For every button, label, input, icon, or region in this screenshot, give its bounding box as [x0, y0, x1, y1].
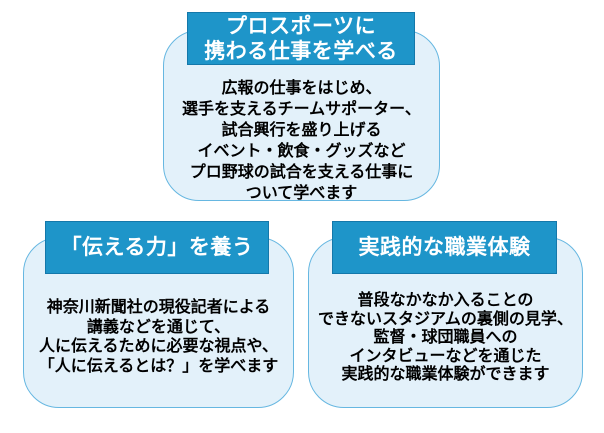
card-communication-skill-header: 「伝える力」を養う	[45, 221, 269, 274]
card-pro-sports-jobs-header: プロスポーツに 携わる仕事を学べる	[187, 12, 415, 65]
card-communication-skill-body: 神奈川新聞社の現役記者による 講義などを通じて、 人に伝えるために必要な視点や、…	[38, 299, 279, 375]
card-pro-sports-jobs-body: 広報の仕事をはじめ、 選手を支えるチームサポーター、 試合興行を盛り上げる イベ…	[182, 80, 421, 202]
card-practical-experience-body: 普段なかなか入ることの できないスタジアムの裏側の見学、 監督・球団職員への イ…	[318, 292, 573, 383]
card-practical-experience-header: 実践的な職業体験	[332, 221, 557, 274]
